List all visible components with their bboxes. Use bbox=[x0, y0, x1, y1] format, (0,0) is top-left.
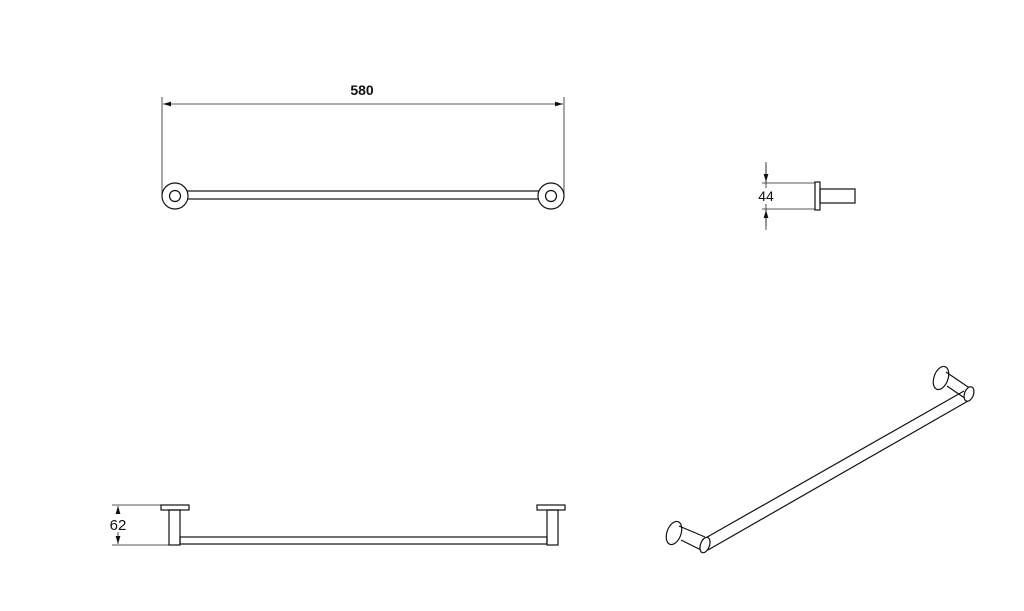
plate-right bbox=[536, 504, 566, 511]
rosette-left bbox=[161, 182, 189, 210]
towel-bar bbox=[179, 190, 548, 200]
rosette-right bbox=[537, 182, 565, 210]
iso-post-end-right bbox=[963, 386, 975, 402]
iso-rosette-left bbox=[665, 520, 683, 546]
iso-rosette-right bbox=[932, 365, 950, 391]
top-view: 580 bbox=[161, 82, 565, 210]
height-dimension-label: 62 bbox=[110, 517, 127, 534]
depth-dimension-label: 44 bbox=[758, 188, 774, 204]
post-right bbox=[546, 509, 559, 546]
side-view: 44 bbox=[756, 162, 856, 230]
isometric-view bbox=[665, 365, 975, 554]
front-view: 62 bbox=[108, 504, 566, 546]
front-bar bbox=[179, 536, 548, 545]
flange bbox=[814, 181, 821, 211]
width-dimension-label: 580 bbox=[350, 82, 374, 98]
rosette-right-inner bbox=[544, 189, 558, 203]
plate-left bbox=[160, 504, 190, 511]
post-left bbox=[168, 509, 181, 546]
iso-post-end-left bbox=[699, 536, 711, 554]
rosette-left-inner bbox=[168, 189, 182, 203]
post-stub bbox=[819, 188, 856, 204]
